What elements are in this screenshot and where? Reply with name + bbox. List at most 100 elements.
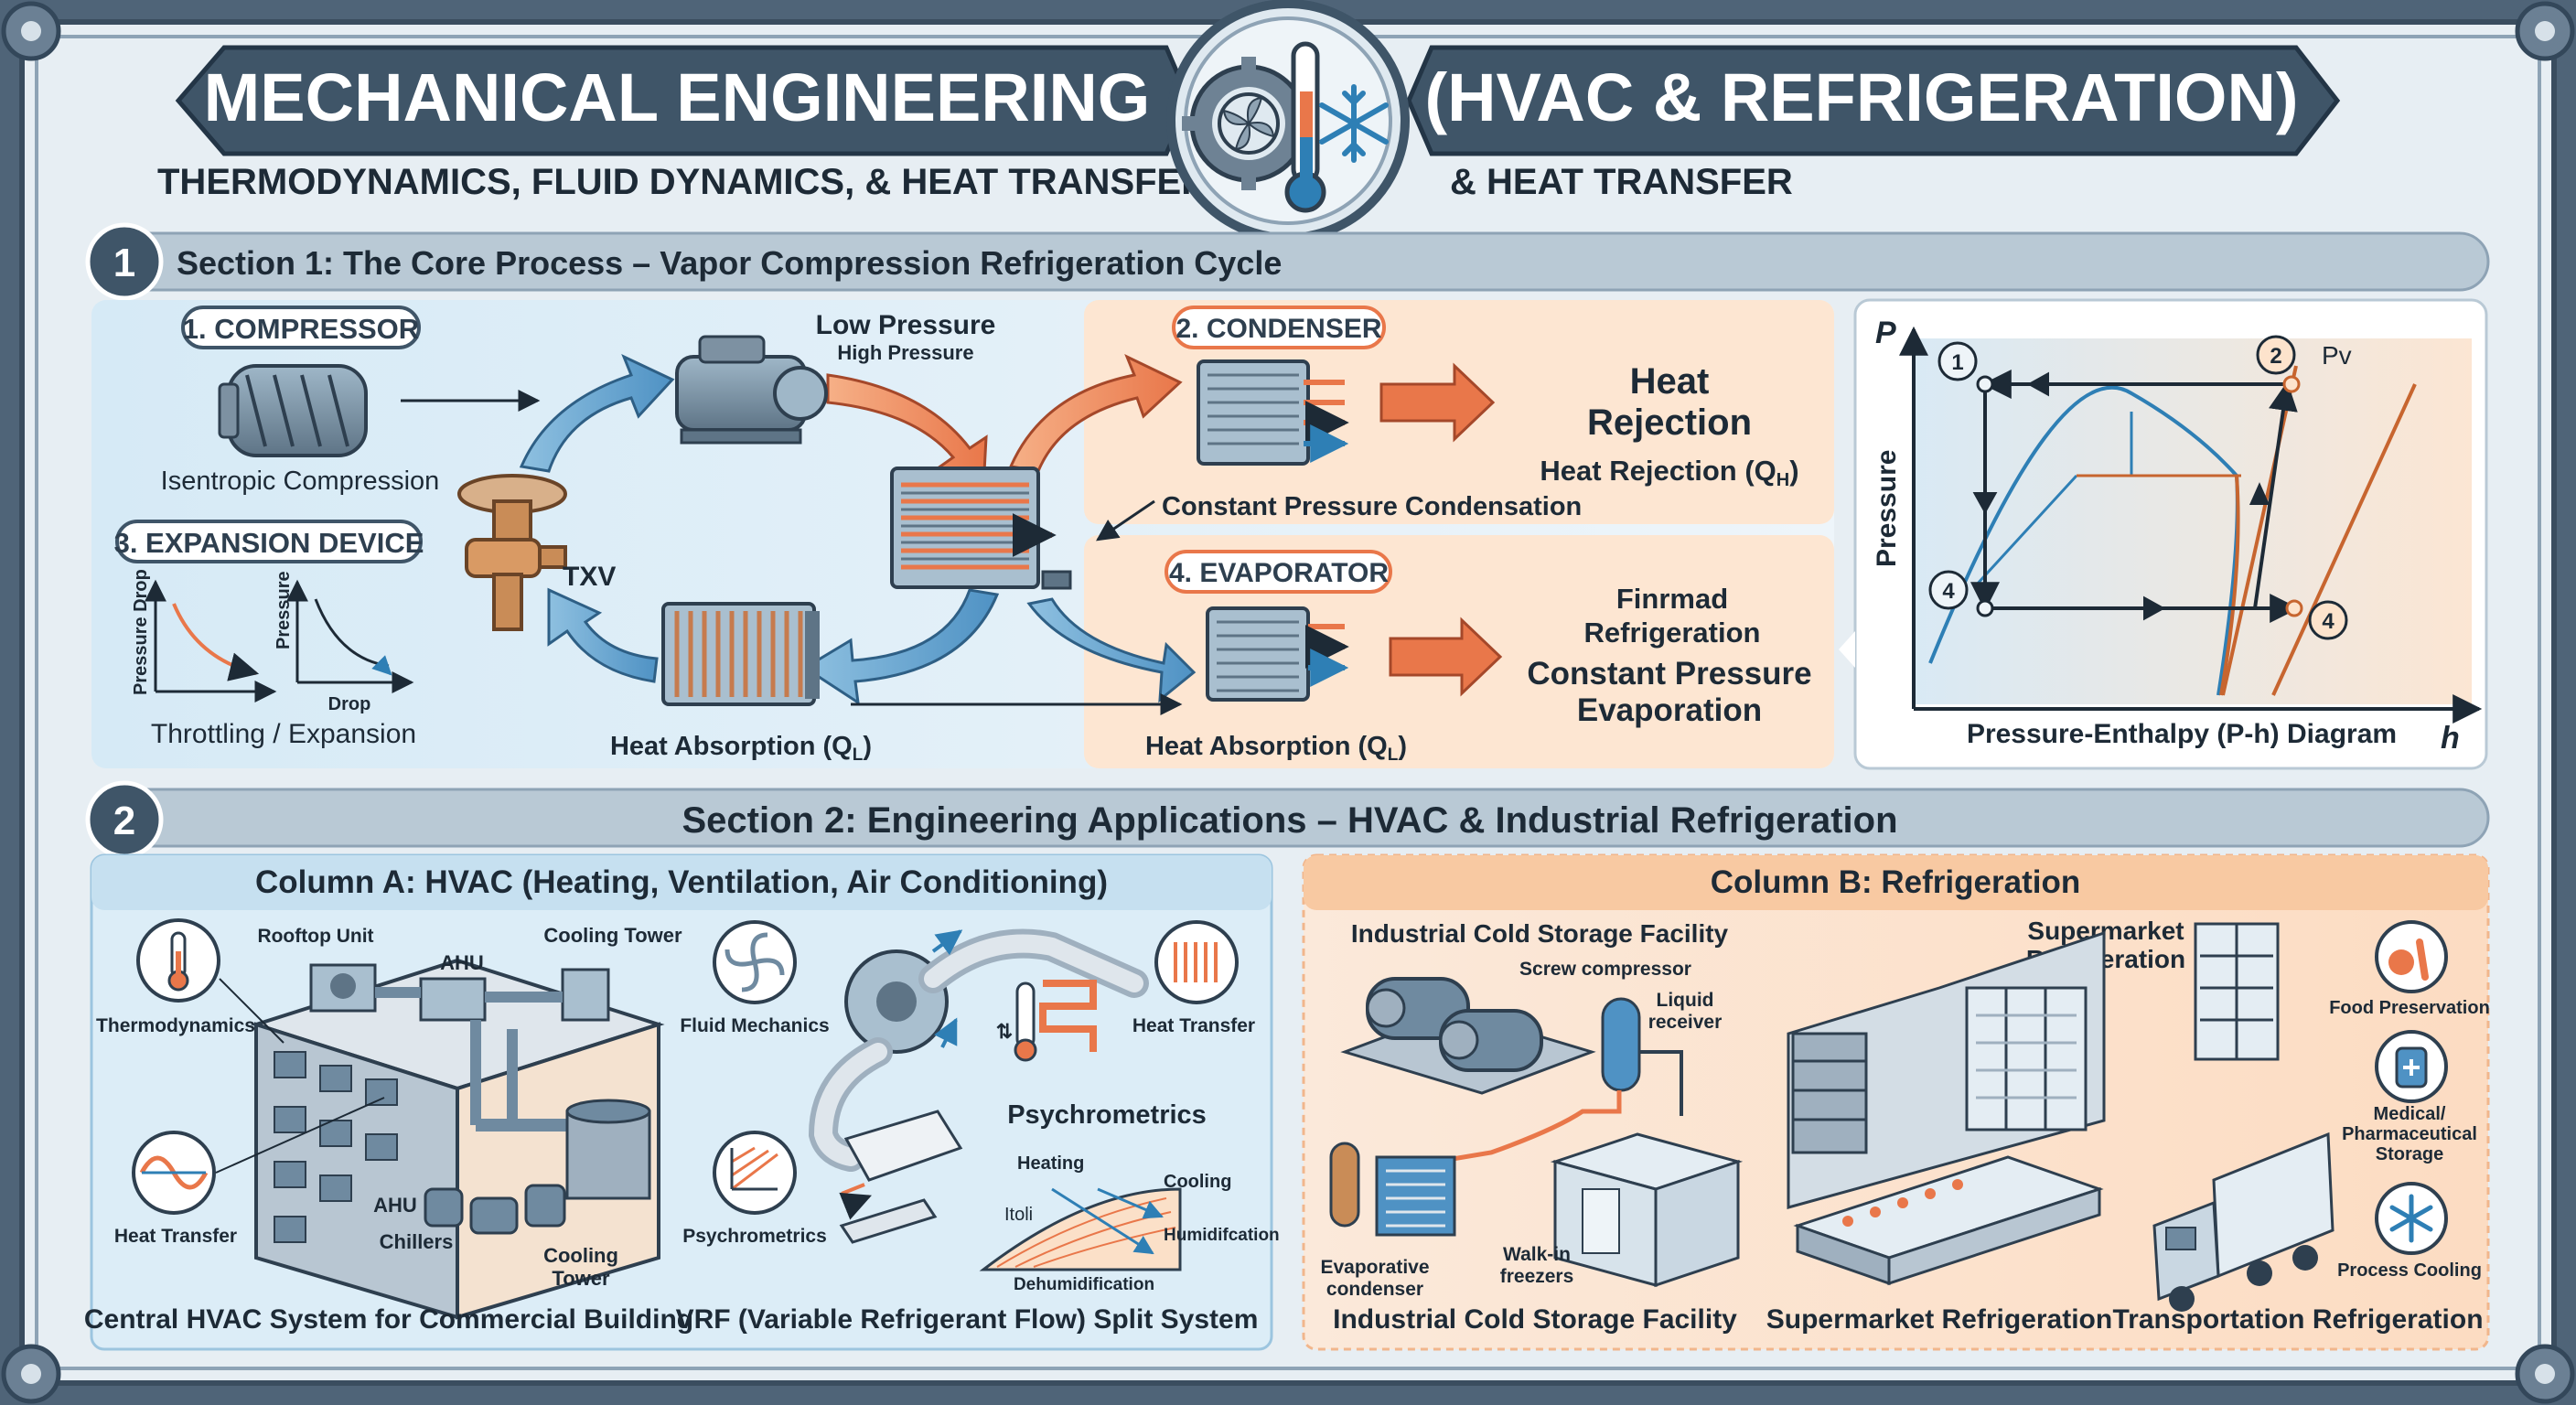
heat-absorption-right: Heat Absorption (QL): [1145, 732, 1407, 765]
condenser-result-sub: Heat Rejection (QH): [1540, 455, 1798, 490]
ph-state-4-right-label: 4: [2322, 609, 2334, 634]
heat-transfer-icon: [132, 1131, 216, 1215]
heat-absorption-right-close: ): [1398, 732, 1407, 761]
evaporator-result-2: Refrigeration: [1584, 617, 1761, 649]
supermarket-caption: Supermarket Refrigeration: [1766, 1304, 2112, 1335]
food-preservation-icon: [2375, 920, 2448, 993]
fluid-mechanics-icon: [713, 920, 797, 1004]
condenser-result-2: Rejection: [1587, 402, 1752, 443]
walk-in-label-2: freezers: [1500, 1266, 1574, 1287]
heat-absorption-left-sub: L: [853, 745, 864, 765]
ph-state-1-label: 1: [1951, 350, 1963, 375]
thermometer-icon: [1284, 41, 1326, 213]
ph-pv-label: Pv: [2322, 341, 2352, 370]
vrf-illustration: Fluid Mechanics ⇅ Heat Transfer: [676, 920, 1280, 1335]
compressor-motor-icon: [675, 335, 828, 445]
central-hvac-caption: Central HVAC System for Commercial Build…: [84, 1304, 693, 1335]
column-b-title: Column B: Refrigeration: [1711, 864, 2080, 900]
heat-exchanger-icon: [890, 467, 1072, 590]
psychro-humidification: Humidifcation: [1164, 1226, 1280, 1245]
cooling-tower-bottom-label-2: Tower: [552, 1267, 610, 1290]
evaporative-condenser-label-2: condenser: [1326, 1279, 1423, 1300]
condensation-callout: Constant Pressure Condensation: [1162, 492, 1582, 521]
high-pressure-label: High Pressure: [837, 341, 973, 364]
low-pressure-label: Low Pressure: [816, 310, 996, 340]
psychro-heating: Heating: [1017, 1153, 1084, 1174]
chillers-label: Chillers: [380, 1230, 454, 1253]
process-cooling-label: Process Cooling: [2337, 1260, 2482, 1281]
ph-state-1: 1: [1937, 341, 1978, 381]
psychro-dehumidification: Dehumidification: [1014, 1275, 1154, 1294]
psychrometrics-icon-label: Psychrometrics: [682, 1226, 827, 1247]
psychro-cooling: Cooling: [1164, 1172, 1231, 1192]
mini-chart-ylabel-1: Pressure Drop: [131, 569, 151, 695]
condenser-label: 2. CONDENSER: [1175, 314, 1381, 344]
mini-chart-ylabel-2: Pressure: [274, 571, 294, 649]
mini-chart-xlabel-2: Drop: [328, 694, 371, 714]
ph-x-symbol: h: [2441, 721, 2460, 756]
evaporator-label: 4. EVAPORATOR: [1169, 558, 1389, 588]
supermarket-title-1: Supermarket: [2027, 917, 2184, 945]
expansion-caption: Throttling / Expansion: [151, 719, 416, 749]
chillers-icon: [424, 1184, 566, 1235]
heat-rejection-subscript: H: [1776, 470, 1789, 490]
evaporator-unit-icon: [1206, 608, 1345, 702]
ph-state-4-left: 4: [1928, 570, 1969, 610]
saturation-dome: [1928, 385, 2239, 696]
section1-title: Section 1: The Core Process – Vapor Comp…: [177, 244, 1282, 282]
screw-compressor-label: Screw compressor: [1519, 959, 1691, 980]
evaporator-result-1: Finrmad: [1616, 583, 1728, 615]
transport-illustration: Food Preservation Medical/ Pharmaceutica…: [2112, 920, 2490, 1335]
display-fridge-icon: [1965, 986, 2088, 1132]
thermodynamics-icon: [136, 918, 220, 1003]
screw-compressor-unit-icon: [1366, 977, 1543, 1072]
medical-label-3: Storage: [2376, 1144, 2443, 1164]
screw-compressor-icon: [218, 364, 368, 457]
evaporative-condenser-icon: [1329, 1142, 1456, 1237]
ph-state-2-label: 2: [2270, 344, 2281, 369]
cold-storage-illustration: Industrial Cold Storage Facility Screw c…: [1320, 919, 1744, 1335]
header-emblem: [1166, 0, 1410, 242]
evaporator-result-3: Constant Pressure: [1527, 656, 1811, 692]
evaporator-block: 4. EVAPORATOR Finrmad Refrigeration Cons…: [851, 550, 1812, 765]
walk-in-label-1: Walk-in: [1503, 1244, 1571, 1265]
txv-valve-icon: [457, 474, 567, 631]
ahu-icon: [419, 977, 487, 1022]
section2-number: 2: [113, 799, 135, 843]
medical-storage-icon: [2375, 1030, 2448, 1103]
compressor-caption: Isentropic Compression: [161, 467, 440, 496]
snowflake-icon: [1319, 84, 1389, 163]
heat-absorption-left-text: Heat Absorption (Q: [610, 732, 853, 761]
medical-label-1: Medical/: [2374, 1104, 2446, 1124]
liquid-receiver-label-1: Liquid: [1657, 990, 1714, 1011]
compressor-block: 1. COMPRESSOR Isentropic Compression: [161, 306, 541, 496]
evaporator-coil-icon: [661, 602, 820, 706]
section1-number: 1: [113, 241, 135, 285]
expansion-label: 3. EXPANSION DEVICE: [114, 527, 424, 559]
supermarket-cabinet-icon: [2194, 922, 2280, 1061]
cold-storage-title: Industrial Cold Storage Facility: [1351, 919, 1729, 948]
psychro-chart-title: Psychrometrics: [1007, 1100, 1207, 1130]
svg-text:⇅: ⇅: [996, 1020, 1013, 1043]
header: MECHANICAL ENGINEERING (HVAC & REFRIGERA…: [157, 45, 2341, 202]
heat-absorption-left-close: ): [863, 732, 872, 761]
truck-icon: [2152, 1132, 2334, 1312]
ph-y-label: Pressure: [1872, 450, 1902, 567]
supermarket-illustration: Supermarket Refrigeration Supermarket Re…: [1766, 917, 2280, 1335]
ph-diagram: P Pressure h Pressure-Enthalpy (P-h) Dia…: [1839, 298, 2488, 770]
section2-title: Section 2: Engineering Applications – HV…: [682, 800, 1897, 841]
cold-storage-caption: Industrial Cold Storage Facility: [1333, 1304, 1737, 1335]
thermostat-icon: ⇅: [996, 981, 1037, 1062]
ahu-bottom-label: AHU: [373, 1194, 417, 1217]
cooling-tower-bottom-icon: [565, 1099, 651, 1200]
ph-cycle-path: [1970, 370, 2300, 623]
ph-caption: Pressure-Enthalpy (P-h) Diagram: [1967, 719, 2397, 749]
cooling-tower-top-icon: [561, 968, 610, 1022]
column-a-title: Column A: HVAC (Heating, Ventilation, Ai…: [255, 864, 1108, 900]
food-preservation-label: Food Preservation: [2329, 998, 2490, 1018]
process-cooling-icon: [2375, 1182, 2448, 1255]
vrf-heat-transfer-coil-icon: [1039, 980, 1097, 1052]
shelving-icon: [1791, 1032, 1868, 1154]
transport-caption: Transportation Refrigeration: [2112, 1304, 2483, 1335]
